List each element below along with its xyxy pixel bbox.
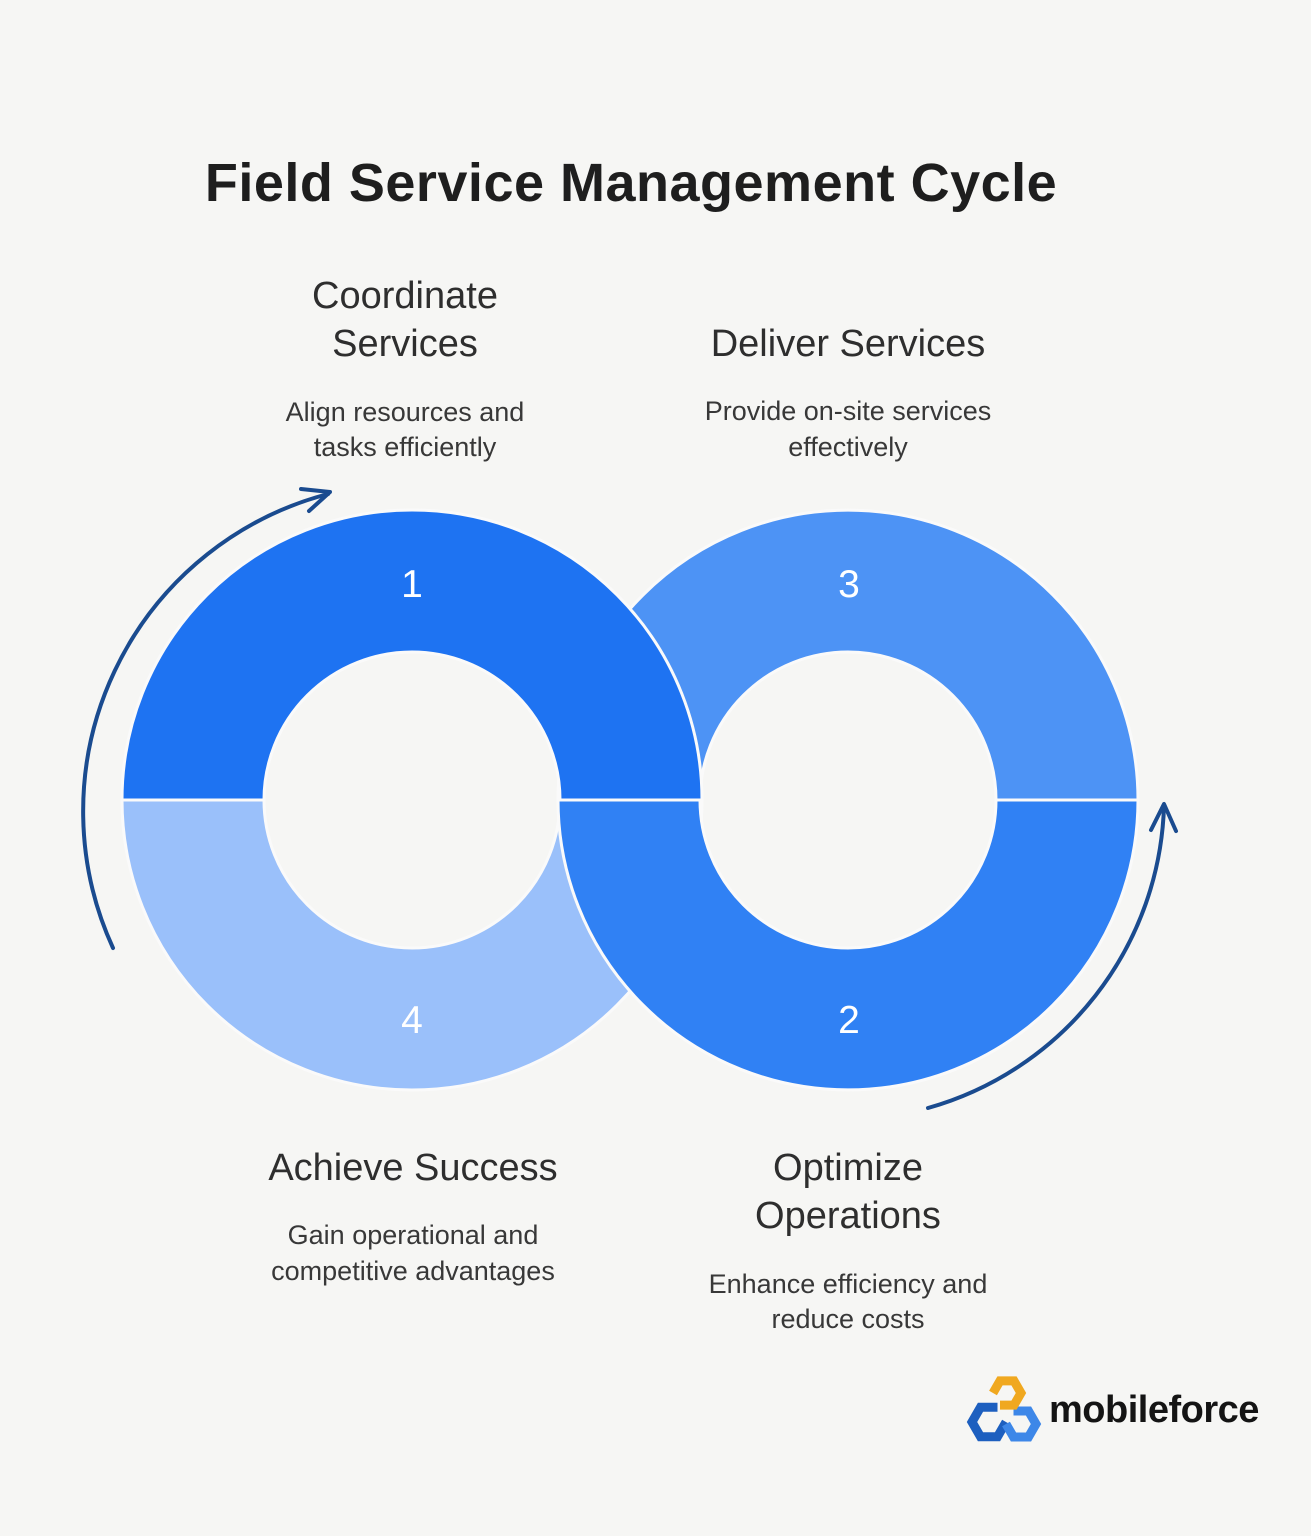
arrowhead-bottom-right	[1149, 802, 1178, 833]
segment-2-optimize-operations	[556, 798, 1140, 1092]
segment-number-1: 1	[401, 563, 423, 606]
step-description: Gain operational and competitive advanta…	[271, 1220, 555, 1287]
flow-arrow-bottom-right	[926, 802, 1178, 1110]
step-heading: Deliver Services	[710, 323, 986, 365]
segment-3-deliver-services	[556, 508, 1140, 802]
step-description: Provide on-site services effectively	[704, 396, 992, 463]
hexagon-dark-blue	[966, 1402, 1010, 1442]
step-description: Enhance efficiency and reduce costs	[708, 1268, 988, 1335]
step-heading: Achieve Success	[268, 1147, 558, 1189]
arrowhead-top-left	[299, 487, 332, 513]
hexagon-yellow	[989, 1376, 1027, 1410]
segment-number-3: 3	[838, 563, 860, 606]
page-title: Field Service Management Cycle	[204, 153, 1058, 213]
label-deliver-services: Deliver Services Provide on-site service…	[628, 320, 1068, 466]
mobileforce-logo-icon	[966, 1376, 1042, 1442]
segment-1-coordinate-services	[120, 508, 704, 802]
label-optimize-operations: Optimize Operations Enhance efficiency a…	[628, 1144, 1068, 1338]
step-heading: Coordinate Services	[312, 275, 498, 366]
mobileforce-logo: mobileforce	[963, 1372, 1259, 1448]
label-achieve-success: Achieve Success Gain operational and com…	[193, 1144, 633, 1290]
logo-wordmark: mobileforce	[1049, 1388, 1259, 1431]
hexagon-light-blue	[1002, 1406, 1042, 1442]
flow-arrow-top-left	[81, 487, 332, 950]
segment-number-4: 4	[401, 999, 423, 1042]
label-coordinate-services: Coordinate Services Align resources and …	[185, 272, 625, 466]
segment-number-2: 2	[838, 999, 860, 1042]
step-heading: Optimize Operations	[755, 1147, 941, 1238]
step-description: Align resources and tasks efficiently	[285, 396, 525, 463]
